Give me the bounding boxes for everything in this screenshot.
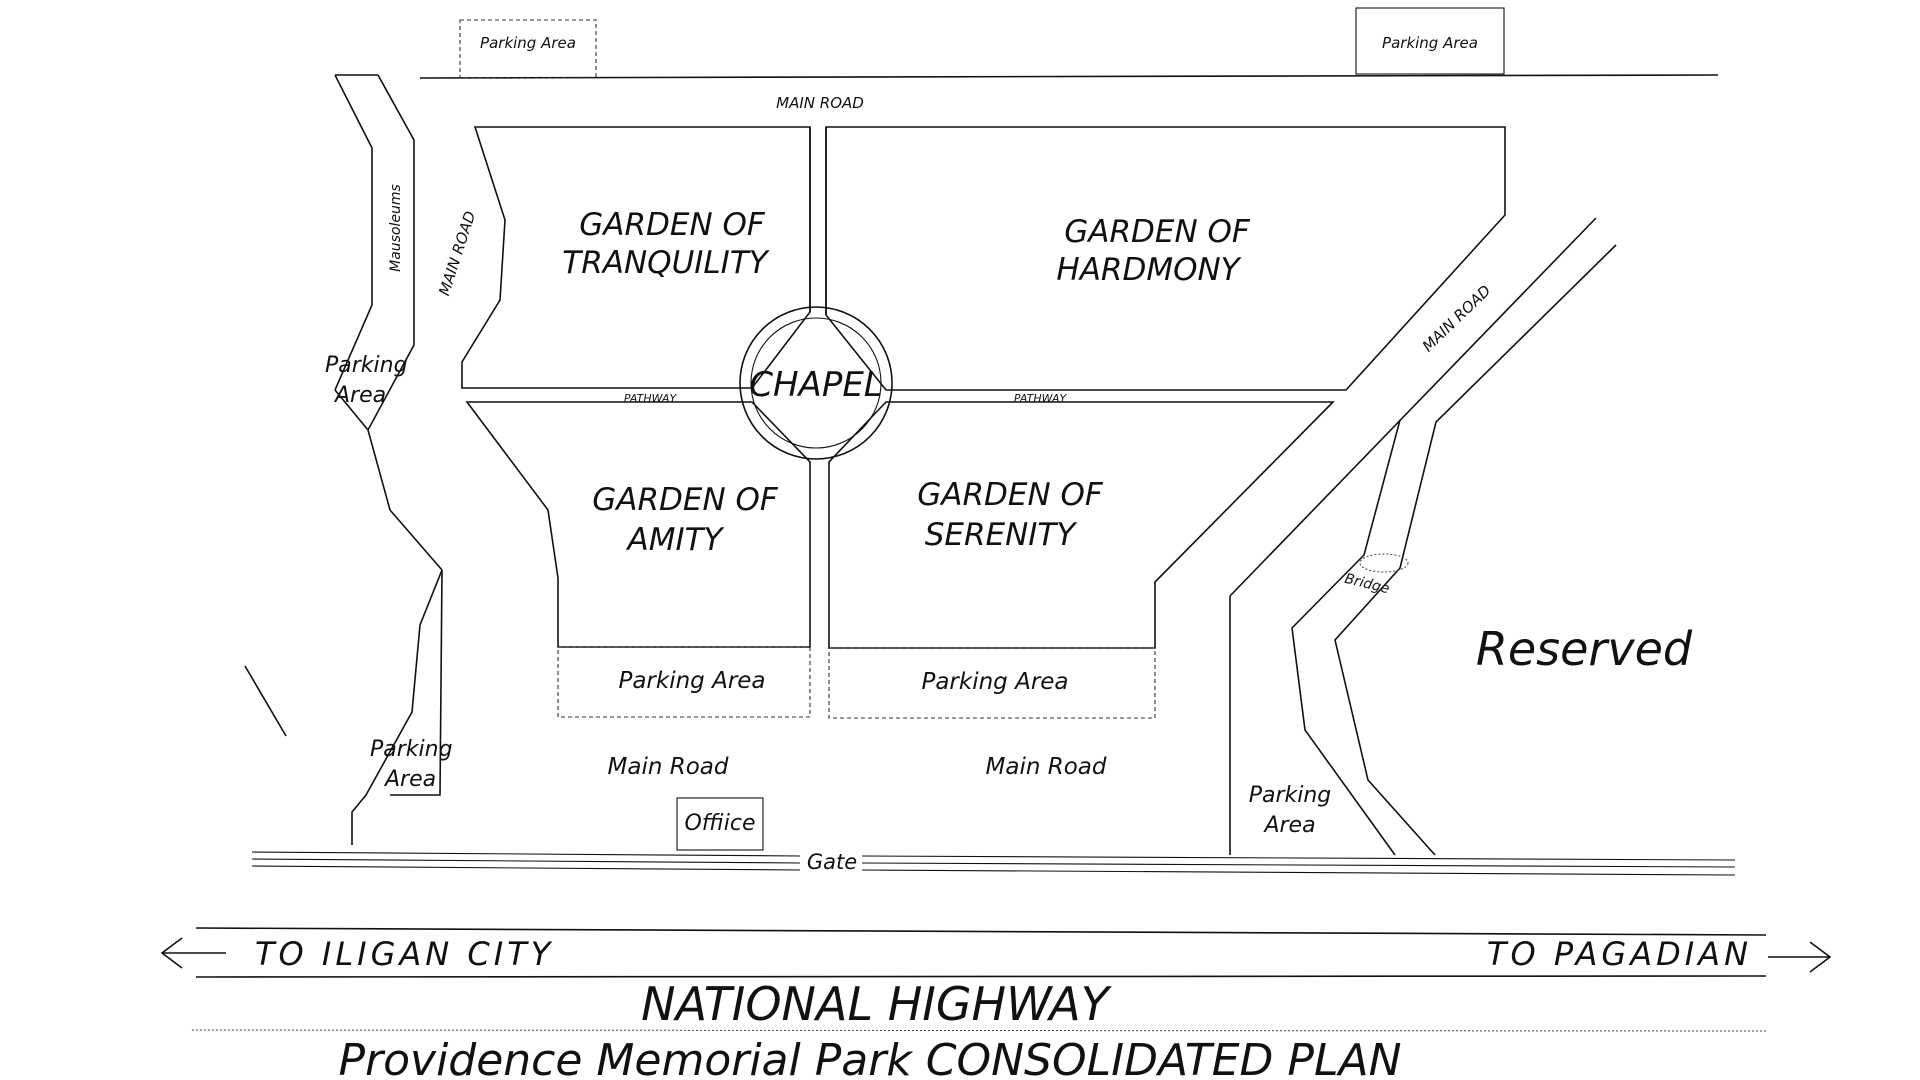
stray-line [244, 665, 287, 737]
parking-amity-box [557, 646, 811, 718]
parking-left-lower-line2: Area [383, 767, 436, 792]
garden-serenity-label1: GARDEN OF [917, 477, 1104, 513]
garden-serenity-label2: SERENITY [925, 517, 1078, 553]
left-boundary-upper [334, 389, 443, 571]
parking-serenity-label: Parking Area [921, 669, 1068, 695]
reserved-label: Reserved [1476, 622, 1693, 676]
chapel-outer-ring [739, 306, 893, 460]
main-road-bottom-right-label: Main Road [986, 754, 1107, 780]
gate-label: Gate [807, 850, 857, 874]
arrow-right-icon [1768, 941, 1832, 973]
garden-harmony-label1: GARDEN OF [1064, 214, 1251, 250]
boundary-line-3-left [251, 865, 801, 871]
right-road-bridge-edge [1291, 419, 1401, 856]
main-road-left-label: MAIN ROAD [435, 209, 479, 298]
parking-amity-label: Parking Area [618, 668, 765, 694]
highway-bottom-line [195, 975, 1767, 978]
parking-box-top-right [1355, 7, 1505, 75]
highway-top-line [195, 927, 1767, 936]
chapel-inner-ring [750, 317, 882, 449]
national-highway-label: NATIONAL HIGHWAY [641, 977, 1113, 1031]
parking-left-lower-line1: Parking [370, 737, 453, 762]
boundary-line-2-left [251, 858, 801, 864]
left-boundary-lower [390, 569, 443, 796]
bridge-marker [1359, 553, 1409, 573]
garden-harmony-label2: HARDMONY [1056, 252, 1241, 288]
garden-serenity-outline [828, 401, 1335, 649]
parking-right-lower-line2: Area [1262, 813, 1315, 838]
parking-serenity-box [828, 647, 1156, 719]
right-road-edge-inner [1334, 244, 1617, 856]
arrow-left-icon [160, 937, 226, 969]
garden-amity-label1: GARDEN OF [592, 482, 779, 518]
mausoleums-right-edge [367, 74, 415, 431]
parking-label-top-left: Parking Area [480, 34, 576, 52]
main-road-bottom-left-label: Main Road [608, 754, 729, 780]
garden-tranquility-label2: TRANQUILITY [562, 245, 769, 281]
top-main-road-line [419, 74, 1719, 79]
boundary-line-2-right [861, 862, 1736, 868]
pathway-right-label: PATHWAY [1014, 392, 1068, 405]
plan-title: Providence Memorial Park CONSOLIDATED PL… [338, 1035, 1401, 1080]
chapel-label: CHAPEL [749, 365, 883, 405]
parking-label-top-right: Parking Area [1382, 34, 1478, 52]
boundary-line-3-right [861, 869, 1736, 876]
right-road-edge-outer [1229, 217, 1597, 597]
pathway-left-label: PATHWAY [624, 392, 678, 405]
mausoleums-left-edge [334, 74, 373, 391]
mausoleums-label: Mausoleums [388, 184, 404, 272]
parking-right-lower-line1: Parking [1249, 783, 1332, 808]
main-road-right-label: MAIN ROAD [1419, 281, 1495, 355]
office-label: Offiice [684, 811, 755, 836]
left-inner-road [351, 569, 443, 845]
main-road-top-label: MAIN ROAD [776, 94, 864, 112]
office-box [676, 797, 764, 851]
garden-tranquility-label1: GARDEN OF [579, 207, 766, 243]
parking-left-upper-line2: Area [333, 383, 386, 408]
boundary-line-1-right [861, 855, 1736, 861]
to-pagadian-label: TO PAGADIAN [1487, 935, 1752, 973]
parking-left-upper-line1: Parking [325, 353, 408, 378]
boundary-line-1-left [251, 851, 801, 857]
parking-box-top-left [459, 19, 597, 79]
bridge-label: Bridge [1343, 571, 1391, 598]
to-iligan-label: TO ILIGAN CITY [255, 935, 554, 973]
garden-amity-label2: AMITY [626, 522, 725, 558]
